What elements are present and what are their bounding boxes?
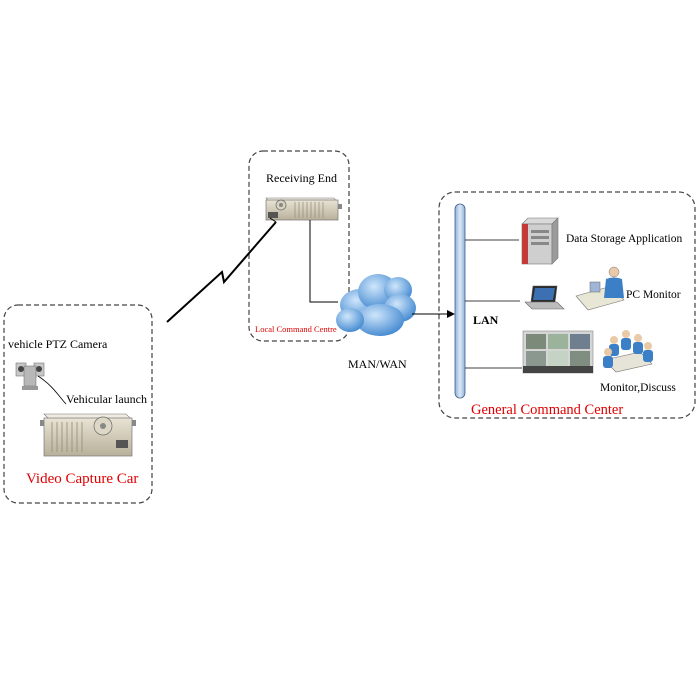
wireless-link-icon <box>166 221 277 323</box>
receiving-to-bolt-line <box>269 217 277 223</box>
video-wall-icon <box>522 330 594 374</box>
general-command-center-label: General Command Center <box>471 402 624 418</box>
meeting-group-icon <box>603 330 653 373</box>
pc-monitor-operator-icon <box>575 266 625 311</box>
receiving-end-label: Receiving End <box>266 171 337 185</box>
ptz-camera-icon <box>15 362 45 390</box>
receiving-end-device-icon <box>265 197 342 221</box>
monitor-discuss-label: Monitor,Discuss <box>600 382 676 394</box>
local-command-centre-label: Local Command Centre <box>255 324 337 334</box>
data-storage-label: Data Storage Application <box>566 233 683 245</box>
lan-label: LAN <box>473 313 499 327</box>
server-icon <box>521 217 559 265</box>
vehicle-ptz-camera-label: vehicle PTZ Camera <box>8 337 108 351</box>
vehicular-launch-device-icon <box>40 413 136 457</box>
general-command-center-box <box>438 191 696 419</box>
video-capture-car-label: Video Capture Car <box>26 471 139 487</box>
man-wan-cloud-icon <box>336 274 416 336</box>
man-wan-label: MAN/WAN <box>348 357 407 371</box>
vehicular-launch-label: Vehicular launch <box>66 392 147 406</box>
lan-bus-bar <box>454 203 466 399</box>
laptop-icon <box>524 285 565 310</box>
pc-monitor-label: PC Monitor <box>626 289 681 301</box>
video-capture-car-box <box>3 304 153 504</box>
arrow-head <box>447 310 455 318</box>
receiving-to-cloud-line <box>309 220 338 303</box>
camera-cable <box>37 375 67 405</box>
local-command-centre-box <box>248 150 350 342</box>
